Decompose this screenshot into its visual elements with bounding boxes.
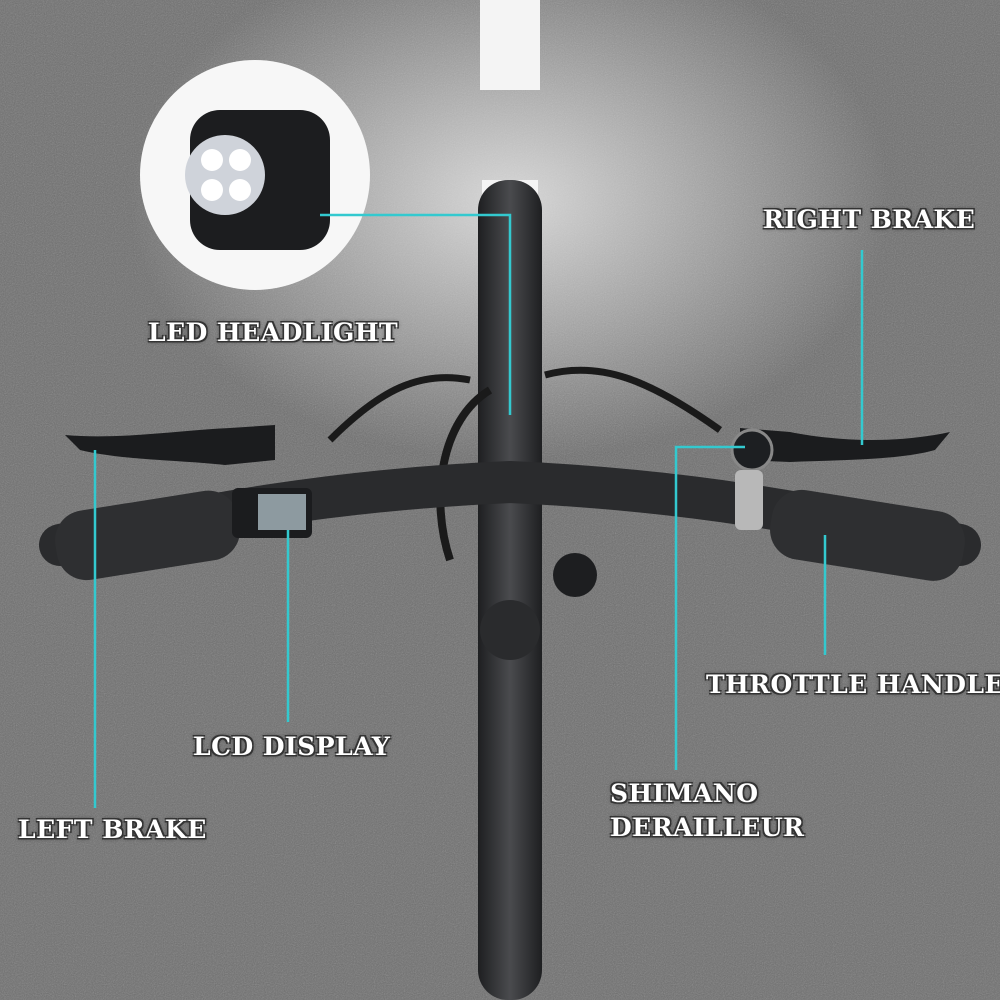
shimano-callout-line (674, 445, 745, 770)
shimano-shifter (730, 428, 774, 472)
left-brake-lever (65, 425, 275, 465)
road-stripe (480, 0, 540, 90)
label-derailleur: DERAILLEUR (610, 813, 805, 842)
stem (478, 180, 542, 1000)
headlight-callout-line (320, 213, 512, 415)
label-lcd-display: LCD DISPLAY (193, 732, 391, 761)
label-led-headlight: LED HEADLIGHT (148, 318, 399, 347)
left-grip (55, 490, 241, 581)
label-throttle-handle: THROTTLE HANDLE (706, 670, 1000, 699)
label-right-brake: RIGHT BRAKE (763, 205, 976, 234)
right-brake-lever (740, 428, 950, 462)
label-left-brake: LEFT BRAKE (18, 815, 207, 844)
label-shimano: SHIMANO (610, 779, 759, 808)
right-grip (770, 489, 965, 581)
